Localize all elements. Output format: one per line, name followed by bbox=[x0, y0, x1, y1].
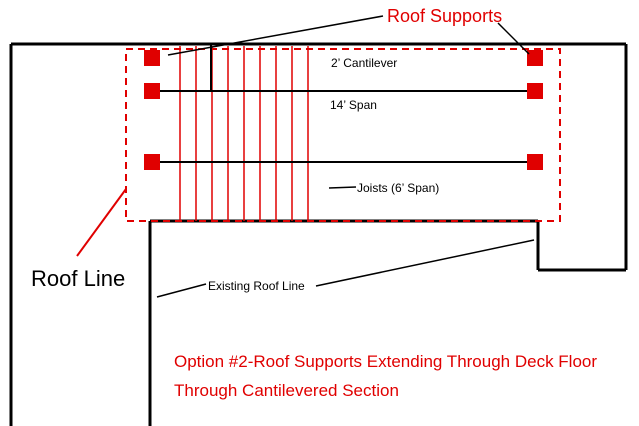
leader-supports-right bbox=[497, 22, 530, 55]
leader-existing-left bbox=[156, 283, 207, 298]
support-post-r1-left bbox=[144, 50, 160, 66]
joists-group bbox=[179, 46, 309, 221]
support-post-r1-right bbox=[527, 50, 543, 66]
leader-joists bbox=[328, 186, 357, 189]
roof-line-label: Roof Line bbox=[31, 266, 125, 291]
roof-line-boundary bbox=[125, 48, 561, 222]
cantilever-label: 2’ Cantilever bbox=[331, 56, 397, 70]
support-post-r2-left bbox=[144, 83, 160, 99]
roof-supports-group bbox=[144, 50, 543, 170]
joists-label: Joists (6’ Span) bbox=[357, 181, 439, 195]
caption-line-2: Through Cantilevered Section bbox=[174, 381, 399, 400]
support-post-r3-left bbox=[144, 154, 160, 170]
leader-lines bbox=[156, 15, 535, 298]
caption-line-1: Option #2-Roof Supports Extending Throug… bbox=[174, 352, 597, 371]
span-label: 14’ Span bbox=[330, 98, 377, 112]
existing-roof-line-label: Existing Roof Line bbox=[208, 279, 305, 293]
leader-roof-line bbox=[76, 188, 127, 257]
support-post-r3-right bbox=[527, 154, 543, 170]
leader-existing-right bbox=[315, 239, 535, 287]
support-post-r2-right bbox=[527, 83, 543, 99]
leader-supports-left bbox=[167, 15, 384, 56]
roof-supports-label: Roof Supports bbox=[387, 6, 502, 26]
beams-group bbox=[152, 90, 535, 163]
